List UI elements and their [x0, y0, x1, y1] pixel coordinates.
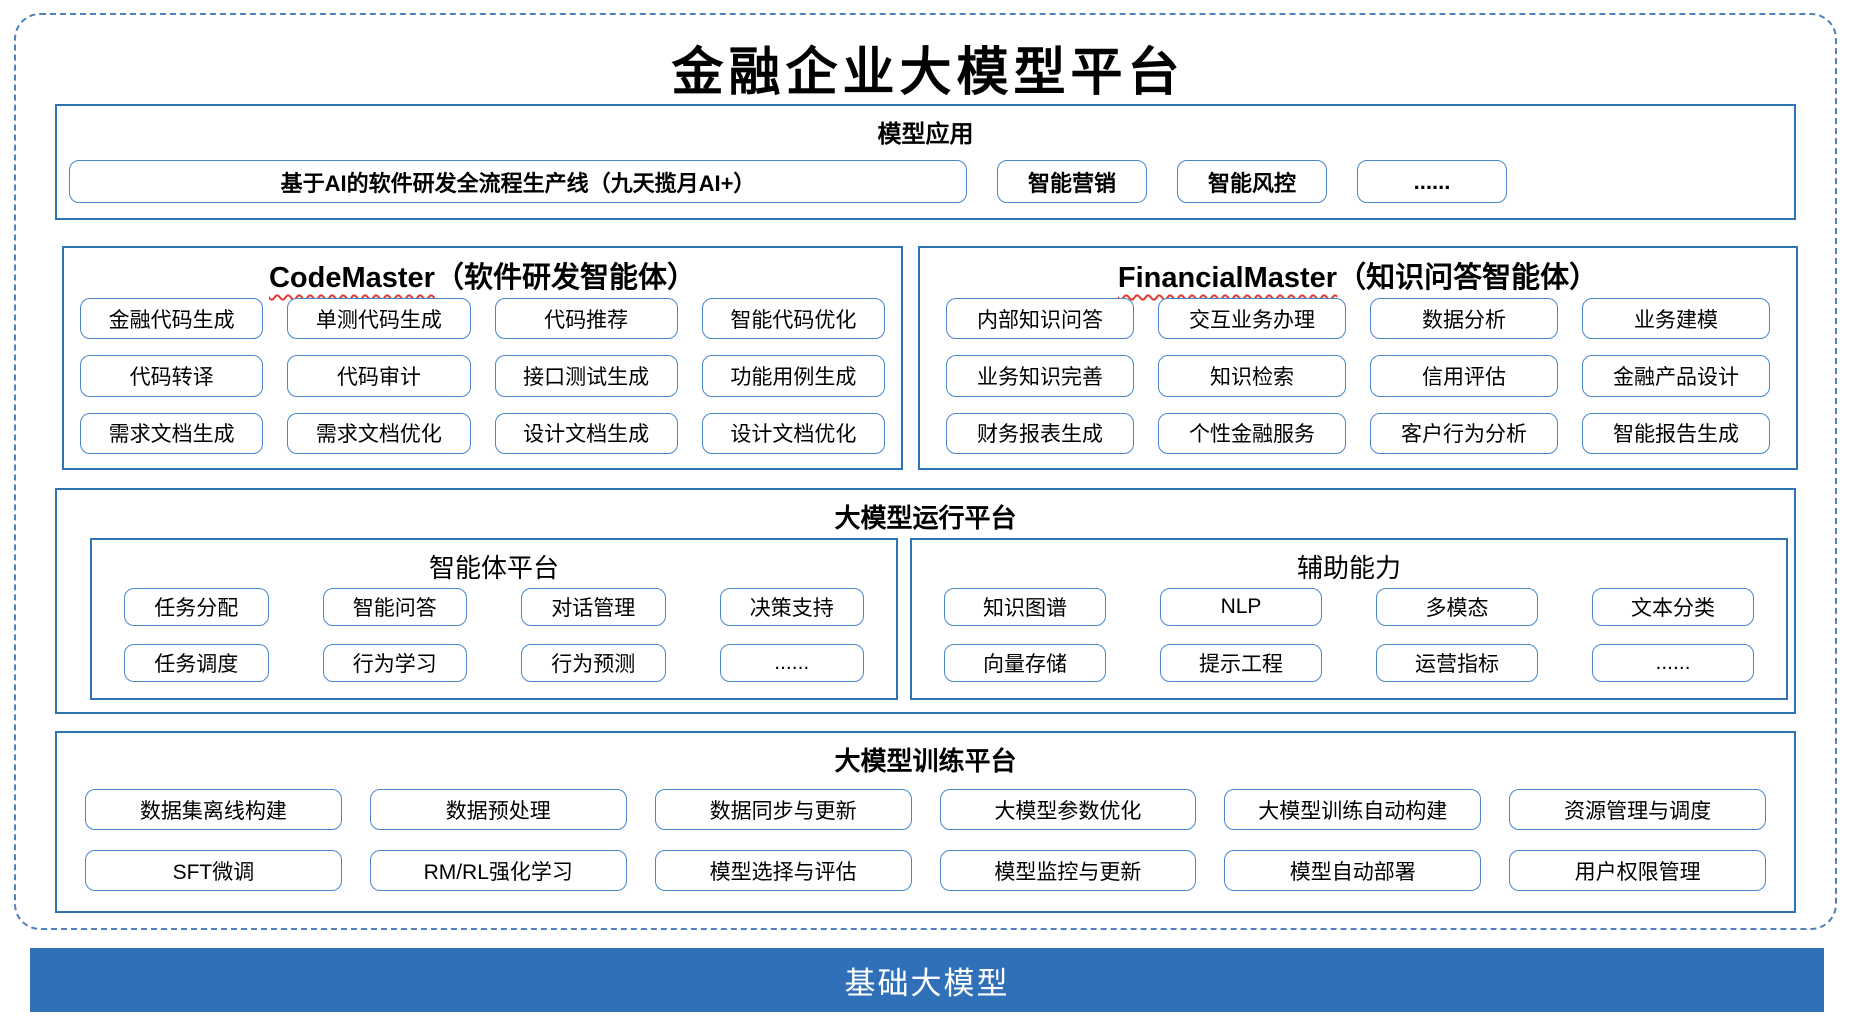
financialmaster-header: FinancialMaster（知识问答智能体）	[920, 254, 1796, 296]
codemaster-box-grid: 金融代码生成 单测代码生成 代码推荐 智能代码优化 代码转译 代码审计 接口测试…	[80, 298, 885, 454]
codemaster-box: 代码推荐	[494, 298, 678, 340]
codemaster-box: 单测代码生成	[287, 298, 471, 340]
codemaster-box: 设计文档优化	[701, 412, 885, 454]
auxiliary-box: 多模态	[1376, 588, 1538, 626]
agent-platform-box: 智能问答	[322, 588, 467, 626]
runtime-platform-header: 大模型运行平台	[834, 503, 1017, 533]
agent-platform-title: 智能体平台	[428, 553, 559, 583]
auxiliary-box: 提示工程	[1160, 644, 1322, 682]
auxiliary-capabilities-title: 辅助能力	[1296, 553, 1401, 583]
financialmaster-box: 信用评估	[1370, 355, 1558, 397]
training-platform-header: 大模型训练平台	[834, 746, 1017, 776]
financialmaster-box: 业务建模	[1582, 298, 1770, 340]
codemaster-box: 代码转译	[80, 355, 264, 397]
auxiliary-box: ......	[1592, 644, 1754, 682]
financialmaster-box: 内部知识问答	[946, 298, 1134, 340]
codemaster-box: 接口测试生成	[494, 355, 678, 397]
codemaster-box: 代码审计	[287, 355, 471, 397]
diagram-title: 金融企业大模型平台	[671, 45, 1185, 102]
training-box: 数据同步与更新	[654, 789, 912, 830]
agent-platform-box: 对话管理	[521, 588, 666, 626]
financialmaster-name-zh: （知识问答智能体）	[1337, 262, 1599, 294]
codemaster-box: 需求文档优化	[287, 412, 471, 454]
model-applications-header: 模型应用	[877, 121, 974, 148]
training-box: 用户权限管理	[1509, 850, 1766, 891]
codemaster-name-zh: （软件研发智能体）	[434, 262, 696, 294]
financialmaster-name-en: FinancialMaster	[1117, 262, 1338, 294]
auxiliary-box: 文本分类	[1592, 588, 1754, 626]
model-app-box: ......	[1357, 160, 1507, 203]
section-model-applications: 模型应用 基于AI的软件研发全流程生产线（九天揽月AI+） 智能营销 智能风控 …	[55, 104, 1796, 220]
auxiliary-box: NLP	[1160, 588, 1322, 626]
codemaster-box: 功能用例生成	[701, 355, 885, 397]
financialmaster-box: 业务知识完善	[946, 355, 1134, 397]
codemaster-header: CodeMaster（软件研发智能体）	[64, 254, 901, 296]
panel-financialmaster: FinancialMaster（知识问答智能体） 内部知识问答 交互业务办理 数…	[918, 246, 1798, 470]
training-box: 数据预处理	[369, 789, 627, 830]
agent-platform-box-grid: 任务分配 智能问答 对话管理 决策支持 任务调度 行为学习 行为预测 .....…	[124, 588, 864, 682]
codemaster-box: 金融代码生成	[80, 298, 264, 340]
training-box: RM/RL强化学习	[369, 850, 627, 891]
agent-platform-box: 行为学习	[322, 644, 467, 682]
financialmaster-box: 客户行为分析	[1370, 412, 1558, 454]
training-box: 模型监控与更新	[939, 850, 1197, 891]
agent-platform-box: 任务分配	[124, 588, 269, 626]
financialmaster-box-grid: 内部知识问答 交互业务办理 数据分析 业务建模 业务知识完善 知识检索 信用评估…	[946, 298, 1770, 454]
subpanel-auxiliary-capabilities: 辅助能力 知识图谱 NLP 多模态 文本分类 向量存储 提示工程 运营指标 ..…	[910, 538, 1788, 700]
section-training-platform: 大模型训练平台 数据集离线构建 数据预处理 数据同步与更新 大模型参数优化 大模…	[55, 731, 1796, 913]
financialmaster-box: 智能报告生成	[1582, 412, 1770, 454]
financialmaster-box: 个性金融服务	[1158, 412, 1346, 454]
auxiliary-box: 知识图谱	[944, 588, 1106, 626]
model-applications-box-row: 基于AI的软件研发全流程生产线（九天揽月AI+） 智能营销 智能风控 .....…	[69, 160, 1782, 203]
training-box: 模型自动部署	[1224, 850, 1482, 891]
training-box: SFT微调	[85, 850, 342, 891]
training-platform-box-grid: 数据集离线构建 数据预处理 数据同步与更新 大模型参数优化 大模型训练自动构建 …	[85, 789, 1766, 891]
training-box: 大模型训练自动构建	[1224, 789, 1482, 830]
codemaster-name-en: CodeMaster	[268, 262, 435, 294]
financialmaster-box: 数据分析	[1370, 298, 1558, 340]
training-box: 资源管理与调度	[1509, 789, 1766, 830]
subpanel-agent-platform: 智能体平台 任务分配 智能问答 对话管理 决策支持 任务调度 行为学习 行为预测…	[90, 538, 898, 700]
agent-platform-box: 决策支持	[719, 588, 864, 626]
model-app-pipeline-box: 基于AI的软件研发全流程生产线（九天揽月AI+）	[69, 160, 967, 203]
financialmaster-box: 交互业务办理	[1158, 298, 1346, 340]
section-runtime-platform: 大模型运行平台 智能体平台 任务分配 智能问答 对话管理 决策支持 任务调度 行…	[55, 488, 1796, 714]
codemaster-box: 需求文档生成	[80, 412, 264, 454]
financialmaster-box: 财务报表生成	[946, 412, 1134, 454]
training-box: 数据集离线构建	[85, 789, 342, 830]
model-app-box: 智能风控	[1177, 160, 1327, 203]
codemaster-box: 设计文档生成	[494, 412, 678, 454]
platform-dashed-outline	[14, 13, 1837, 930]
codemaster-box: 智能代码优化	[701, 298, 885, 340]
training-box: 模型选择与评估	[654, 850, 912, 891]
financialmaster-box: 知识检索	[1158, 355, 1346, 397]
agent-platform-box: 行为预测	[521, 644, 666, 682]
auxiliary-box: 运营指标	[1376, 644, 1538, 682]
panel-codemaster: CodeMaster（软件研发智能体） 金融代码生成 单测代码生成 代码推荐 智…	[62, 246, 903, 470]
foundation-model-bar: 基础大模型	[30, 948, 1824, 1012]
training-box: 大模型参数优化	[939, 789, 1197, 830]
financialmaster-box: 金融产品设计	[1582, 355, 1770, 397]
agent-platform-box: ......	[719, 644, 864, 682]
model-app-box: 智能营销	[997, 160, 1147, 203]
agent-platform-box: 任务调度	[124, 644, 269, 682]
auxiliary-box: 向量存储	[944, 644, 1106, 682]
auxiliary-capabilities-box-grid: 知识图谱 NLP 多模态 文本分类 向量存储 提示工程 运营指标 ......	[944, 588, 1754, 682]
